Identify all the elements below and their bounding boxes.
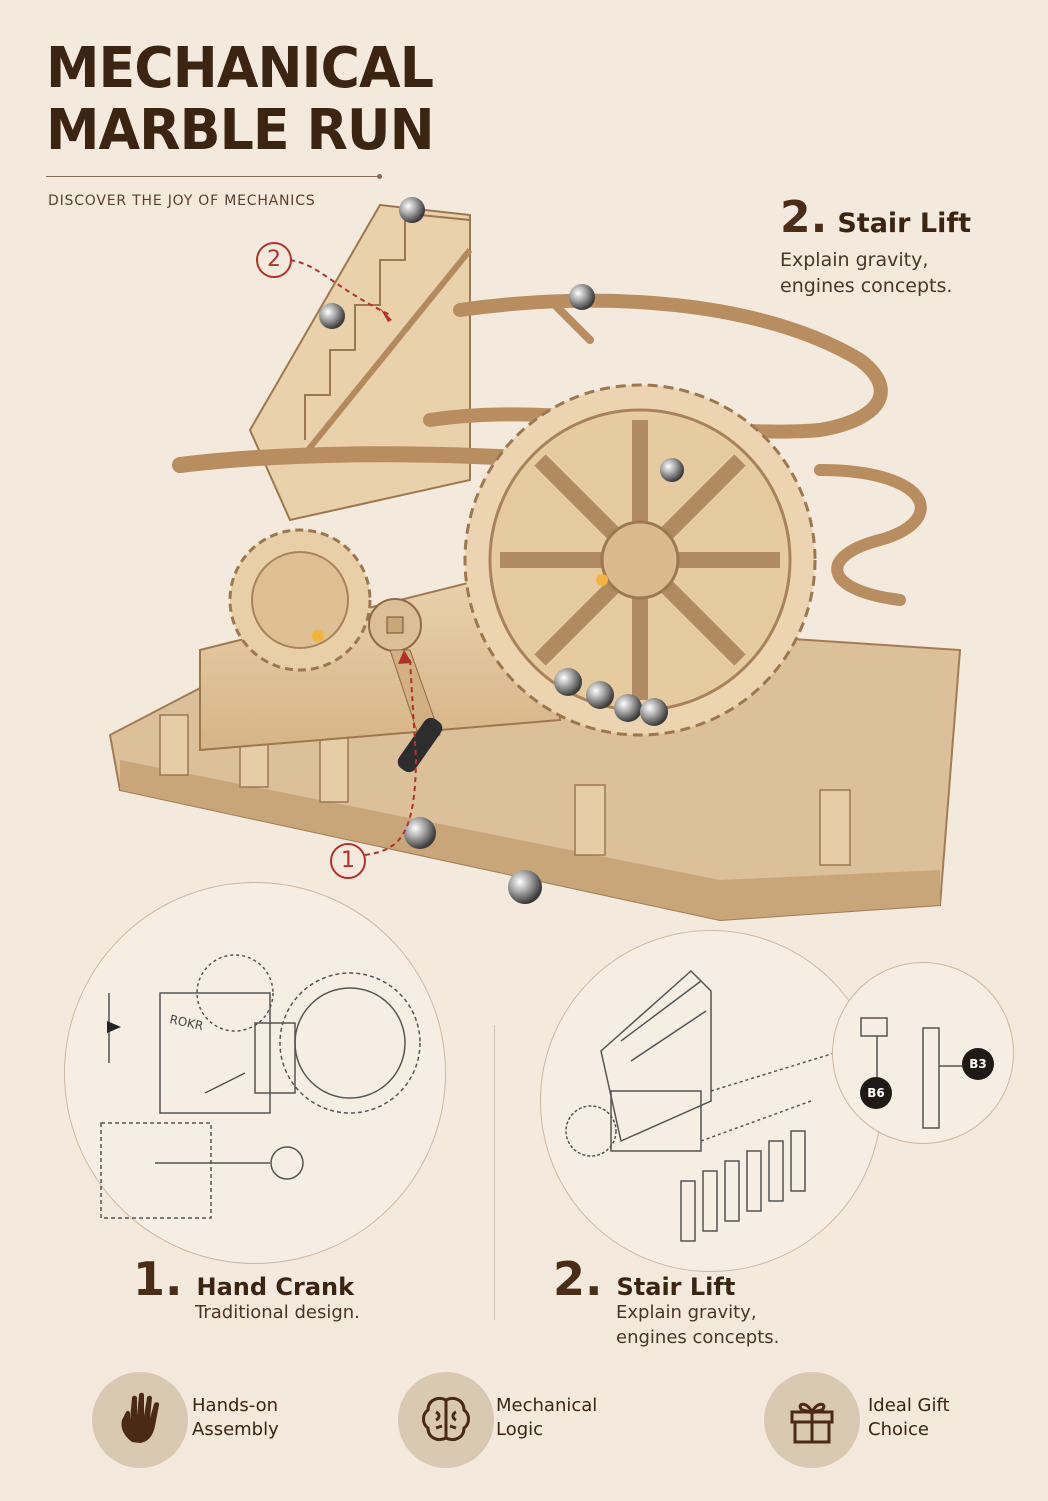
callout-number: 2.	[780, 192, 828, 243]
feature-2-title: Stair Lift	[616, 1273, 736, 1301]
badge-3-line-1: Ideal Gift	[868, 1395, 950, 1416]
title-line-1: MECHANICAL	[46, 36, 434, 101]
feature-divider	[494, 1025, 495, 1320]
badge-gift: Ideal Gift Choice	[764, 1372, 1024, 1468]
callout-desc-2: engines concepts.	[780, 275, 953, 297]
feature-stair-lift: 2. Stair Lift Explain gravity, engines c…	[553, 1252, 873, 1348]
gift-icon	[764, 1372, 860, 1468]
badge-1-line-1: Hands-on	[192, 1395, 279, 1416]
marker-2: 2	[256, 242, 292, 278]
tagline: DISCOVER THE JOY OF MECHANICS	[48, 193, 316, 209]
stair-lift-tower	[248, 203, 473, 522]
marker-1-label: 1	[341, 848, 355, 873]
feature-1-title: Hand Crank	[196, 1273, 355, 1301]
badge-2-line-2: Logic	[496, 1419, 544, 1440]
feature-2-desc-2: engines concepts.	[616, 1327, 780, 1348]
marker-2-label: 2	[267, 247, 281, 272]
title-line-2: MARBLE RUN	[46, 98, 435, 163]
part-b6-label: B6	[867, 1086, 885, 1100]
steel-marbles	[319, 197, 684, 904]
stair-lift-diagram	[565, 969, 842, 1242]
badge-2-line-1: Mechanical	[496, 1395, 598, 1416]
marker-1: 1	[330, 843, 366, 879]
part-b3-label: B3	[969, 1057, 987, 1071]
feature-2-number: 2.	[553, 1252, 603, 1306]
hand-crank-detail-circle: ROKR	[64, 882, 446, 1264]
feature-2-desc-1: Explain gravity,	[616, 1302, 757, 1323]
stair-lift-callout: 2. Stair Lift Explain gravity, engines c…	[780, 192, 1030, 297]
feature-1-number: 1.	[133, 1252, 183, 1306]
large-gear	[463, 383, 817, 737]
diagram-brand-label: ROKR	[168, 1012, 204, 1033]
hand-icon	[92, 1372, 188, 1468]
feature-hand-crank: 1. Hand Crank Traditional design.	[133, 1252, 453, 1323]
stair-lift-detail-circle	[540, 930, 882, 1272]
marble-run-illustration	[108, 197, 962, 922]
brain-icon	[398, 1372, 494, 1468]
marble-path-arrows	[289, 259, 418, 856]
callout-title: Stair Lift	[837, 208, 971, 239]
badge-3-line-2: Choice	[868, 1419, 929, 1440]
small-gear	[228, 528, 372, 672]
title-divider	[46, 174, 382, 179]
base-board	[108, 558, 962, 922]
part-b3-badge: B3	[962, 1048, 994, 1080]
hand-crank-diagram: ROKR	[100, 954, 421, 1219]
parts-diagram	[860, 1017, 963, 1129]
callout-desc-1: Explain gravity,	[780, 249, 929, 271]
hand-crank	[368, 598, 443, 773]
badge-mechanical-logic: Mechanical Logic	[398, 1372, 658, 1468]
feature-1-desc: Traditional design.	[195, 1302, 360, 1323]
badge-hands-on: Hands-on Assembly	[92, 1372, 352, 1468]
page-title: MECHANICAL MARBLE RUN	[46, 36, 435, 163]
part-b6-badge: B6	[860, 1077, 892, 1109]
badge-1-line-2: Assembly	[192, 1419, 279, 1440]
